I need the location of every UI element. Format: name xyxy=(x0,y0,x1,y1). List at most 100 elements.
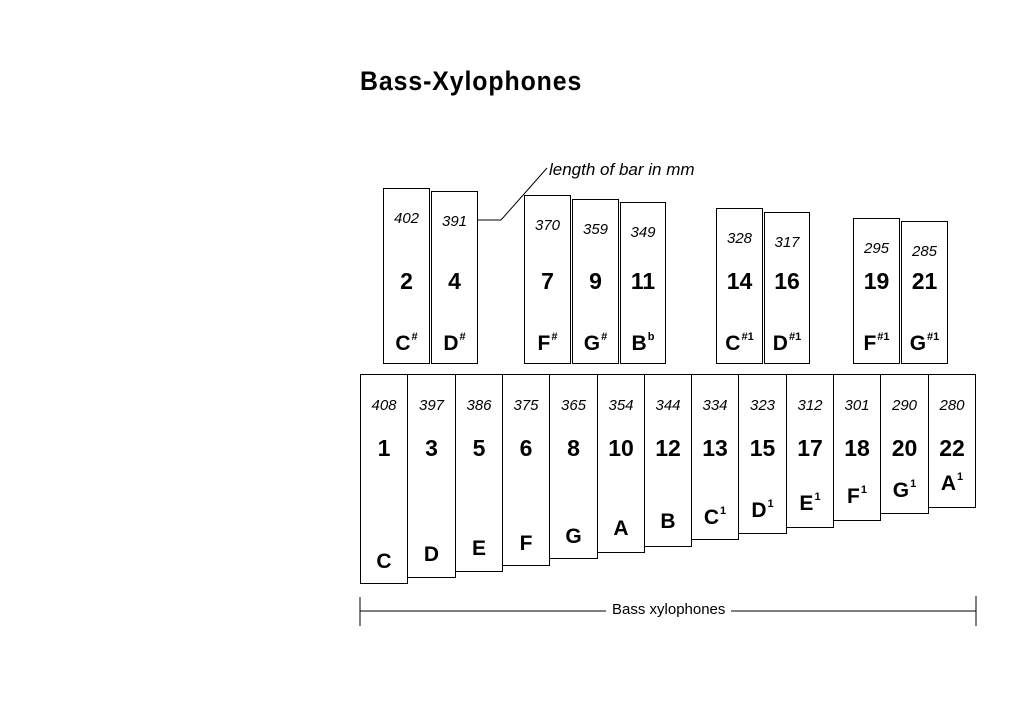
bar-note: E xyxy=(456,537,502,561)
note-modifier: 1 xyxy=(860,484,867,497)
bar-note: D1 xyxy=(739,499,786,523)
bar-length: 290 xyxy=(891,397,918,414)
note-letter: C xyxy=(703,506,720,529)
bar-note: C xyxy=(361,550,407,574)
bar-note: D xyxy=(408,543,455,567)
bar-length: 301 xyxy=(844,397,870,414)
bar-length: 397 xyxy=(418,397,445,414)
note-letter: A xyxy=(940,472,957,495)
callout-leader-line xyxy=(478,167,548,221)
bar-length: 402 xyxy=(393,210,420,227)
bar-note: Bb xyxy=(621,332,665,356)
bar-number: 16 xyxy=(774,268,800,294)
note-modifier: 1 xyxy=(814,491,821,504)
note-letter: E xyxy=(799,492,814,515)
bar-length: 370 xyxy=(534,217,561,234)
bar-note: A1 xyxy=(929,472,975,496)
note-letter: D xyxy=(423,543,440,566)
note-modifier: 1 xyxy=(720,505,727,518)
bar-length: 408 xyxy=(371,397,397,414)
note-letter: F xyxy=(847,485,860,508)
note-letter: G xyxy=(583,332,601,355)
bar-number: 15 xyxy=(749,435,776,461)
bar-length: 391 xyxy=(441,213,468,230)
bar-length: 349 xyxy=(630,224,656,241)
bar-note: G xyxy=(550,525,597,549)
bar-number: 18 xyxy=(844,435,870,461)
note-modifier: # xyxy=(411,331,418,344)
bar-number: 8 xyxy=(567,435,580,461)
bar-length: 323 xyxy=(749,397,776,414)
note-letter: A xyxy=(613,517,629,540)
bar-length: 334 xyxy=(702,397,728,414)
bar-note: F#1 xyxy=(854,332,899,356)
bar-number: 13 xyxy=(702,435,728,461)
bar-length: 312 xyxy=(797,397,823,414)
note-letter: D xyxy=(751,499,767,522)
note-modifier: #1 xyxy=(927,331,940,344)
bar-note: F1 xyxy=(834,485,880,509)
note-letter: D xyxy=(443,332,459,355)
bar-note: D#1 xyxy=(765,332,809,356)
bar-note: C#1 xyxy=(717,332,762,356)
bar-number: 3 xyxy=(425,435,438,461)
note-modifier: #1 xyxy=(741,331,754,344)
bar-note: E1 xyxy=(787,492,833,516)
bar-number: 7 xyxy=(541,268,554,294)
bar-note: G1 xyxy=(881,479,928,503)
bar-note: G#1 xyxy=(902,332,947,356)
bar-number: 19 xyxy=(863,268,890,294)
bar-length: 295 xyxy=(863,240,890,257)
note-modifier: # xyxy=(601,331,608,344)
note-letter: C xyxy=(395,332,411,355)
bar-number: 12 xyxy=(655,435,681,461)
bar-note: C1 xyxy=(692,506,738,530)
bar-number: 22 xyxy=(939,435,965,461)
bar-note: C# xyxy=(384,332,429,356)
note-letter: F xyxy=(537,332,551,355)
bar-length: 280 xyxy=(939,397,965,414)
note-letter: B xyxy=(660,510,676,533)
note-modifier: 1 xyxy=(767,498,774,511)
bar-number: 1 xyxy=(377,435,391,461)
bar-number: 21 xyxy=(911,268,938,294)
bar-length: 344 xyxy=(655,397,681,414)
bar-number: 4 xyxy=(448,268,461,294)
note-letter: C xyxy=(376,550,392,573)
bar-number: 9 xyxy=(589,268,602,294)
note-letter: C xyxy=(725,332,741,355)
length-callout-label: length of bar in mm xyxy=(549,160,695,179)
note-letter: F xyxy=(863,332,877,355)
note-letter: G xyxy=(909,332,927,355)
bar-note: D# xyxy=(432,332,477,356)
bar-length: 359 xyxy=(582,221,609,238)
bar-note: F xyxy=(503,532,549,556)
note-letter: G xyxy=(565,525,582,548)
bar-number: 20 xyxy=(891,435,918,461)
bar-number: 6 xyxy=(519,435,533,461)
note-modifier: b xyxy=(647,331,655,344)
bar-number: 14 xyxy=(726,268,753,294)
bar-number: 17 xyxy=(797,435,823,461)
note-modifier: # xyxy=(459,331,466,344)
bar-note: G# xyxy=(573,332,618,356)
bar-number: 11 xyxy=(630,268,656,294)
note-letter: D xyxy=(772,332,788,355)
bar-length: 365 xyxy=(560,397,587,414)
note-modifier: # xyxy=(551,331,558,344)
